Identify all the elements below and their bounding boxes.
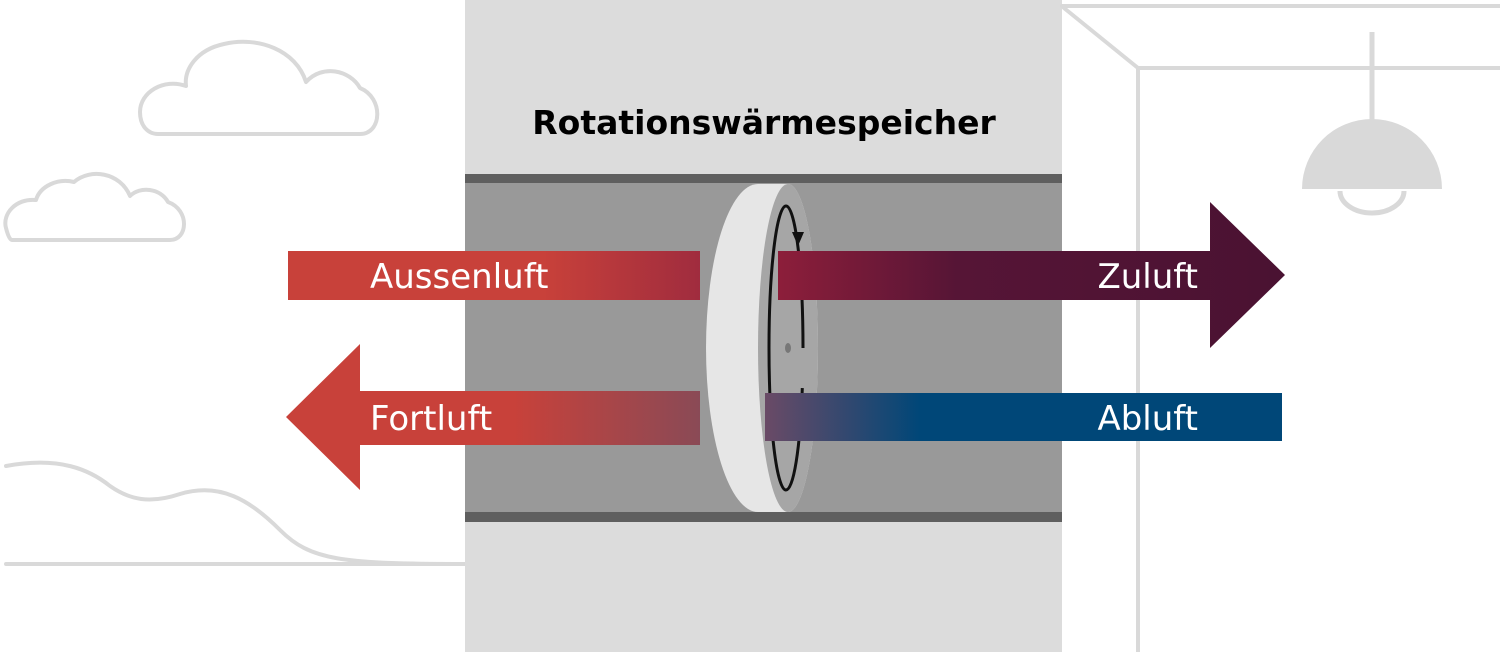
duct-top-edge: [465, 174, 1062, 183]
hill-outline: [4, 460, 468, 566]
exhaust-air-label: Fortluft: [370, 399, 492, 439]
rotation-arrowhead: [792, 232, 804, 246]
diagram-title: Rotationswärmespeicher: [532, 103, 996, 142]
exhaust-air-arrow: [286, 344, 700, 490]
supply-air-label: Zuluft: [1097, 257, 1198, 297]
outside-air-arrow: [288, 251, 700, 300]
supply-air-arrow: [778, 202, 1285, 348]
duct-bottom-edge: [465, 512, 1062, 522]
ceiling-lamp-icon: [1302, 32, 1442, 216]
rotary-heat-wheel: [706, 184, 818, 512]
extract-air-label: Abluft: [1097, 399, 1198, 439]
indoor-room: [1060, 4, 1500, 652]
outdoor-scenery: [3, 39, 468, 566]
cloud-icon: [3, 172, 186, 242]
extract-air-arrow: [765, 393, 1282, 441]
cloud-icon: [138, 39, 380, 136]
room-corner-line: [1062, 6, 1500, 70]
outside-air-label: Aussenluft: [370, 257, 548, 297]
wheel-hub: [785, 343, 791, 353]
rotation-arrow-icon: [767, 204, 805, 492]
